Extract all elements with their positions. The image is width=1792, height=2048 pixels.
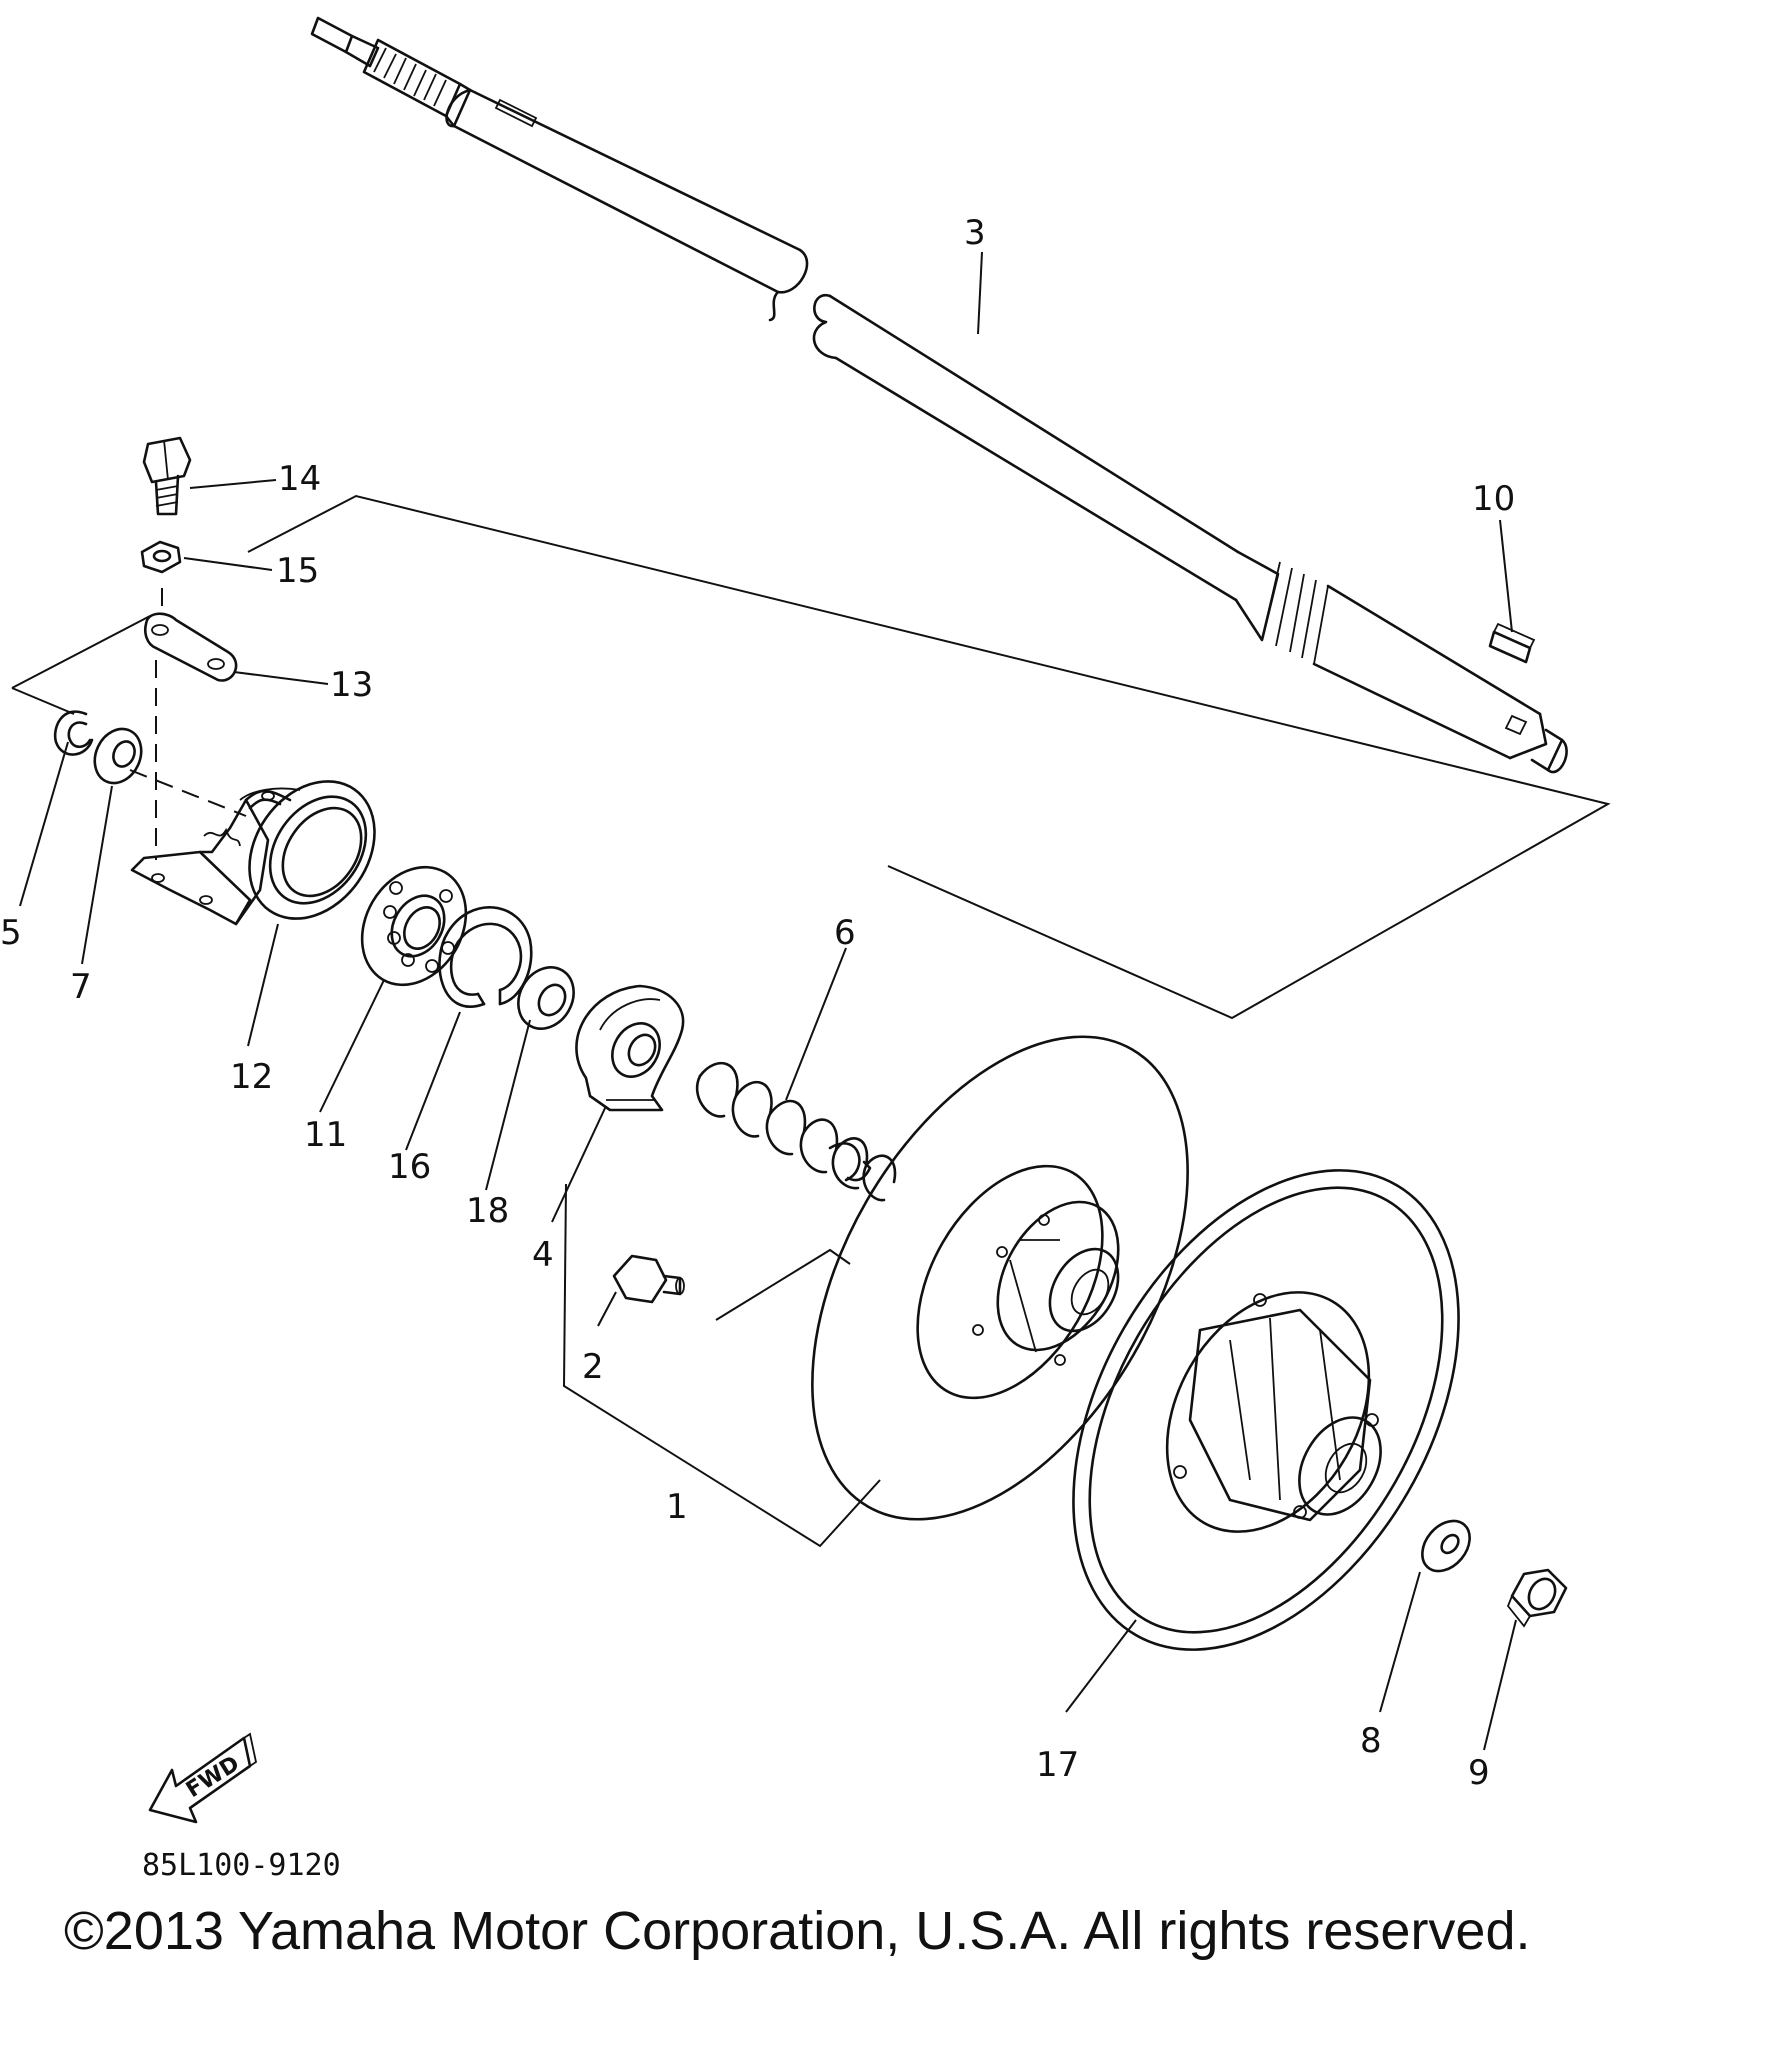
callout-2: 2 xyxy=(582,1347,604,1387)
callout-17: 17 xyxy=(1036,1745,1079,1785)
assembly-group-brackets xyxy=(11,494,1611,1548)
callout-8: 8 xyxy=(1360,1721,1382,1761)
part-9-nut xyxy=(1506,1568,1568,1628)
callout-10: 10 xyxy=(1472,479,1515,519)
callout-13: 13 xyxy=(330,665,373,705)
callout-3: 3 xyxy=(964,213,986,253)
part-8-washer xyxy=(1421,1519,1471,1573)
part-11-bearing xyxy=(360,865,468,987)
copyright-notice: ©2013 Yamaha Motor Corporation, U.S.A. A… xyxy=(64,1901,1531,1961)
part-15-nut xyxy=(140,540,182,574)
callout-16: 16 xyxy=(388,1147,431,1187)
callout-12: 12 xyxy=(230,1057,273,1097)
part-7-seal xyxy=(93,727,143,785)
part-17-movable-sheave xyxy=(1072,1169,1460,1651)
callout-14: 14 xyxy=(278,459,321,499)
part-18-collar xyxy=(517,966,575,1030)
part-6-spring xyxy=(695,1061,897,1202)
part-13-plate xyxy=(144,612,238,682)
callout-11: 11 xyxy=(304,1115,347,1155)
callout-1: 1 xyxy=(666,1487,688,1527)
callout-9: 9 xyxy=(1468,1753,1490,1793)
part-2-pin xyxy=(612,1254,685,1304)
part-12-bearing-housing xyxy=(130,780,376,926)
leader-lines xyxy=(19,251,1517,1751)
callout-7: 7 xyxy=(70,967,92,1007)
fwd-arrow-icon: FWD xyxy=(148,1732,258,1824)
part-14-bolt xyxy=(142,436,192,516)
part-16-snap-ring xyxy=(438,906,533,1008)
callout-18: 18 xyxy=(466,1191,509,1231)
diagram-code: 85L100-9120 xyxy=(142,1848,341,1883)
part-4-cam xyxy=(575,984,685,1112)
callout-15: 15 xyxy=(276,551,319,591)
callout-4: 4 xyxy=(532,1235,554,1275)
part-5-circlip xyxy=(53,710,94,756)
part-1-fixed-sheave xyxy=(811,1035,1189,1521)
part-10-key xyxy=(1488,622,1536,664)
part-3-shaft xyxy=(310,16,1568,774)
callout-labels: 1 2 3 4 5 6 7 8 9 10 11 12 13 14 15 16 1… xyxy=(0,213,1515,1793)
callout-6: 6 xyxy=(834,913,856,953)
callout-5: 5 xyxy=(0,913,22,953)
